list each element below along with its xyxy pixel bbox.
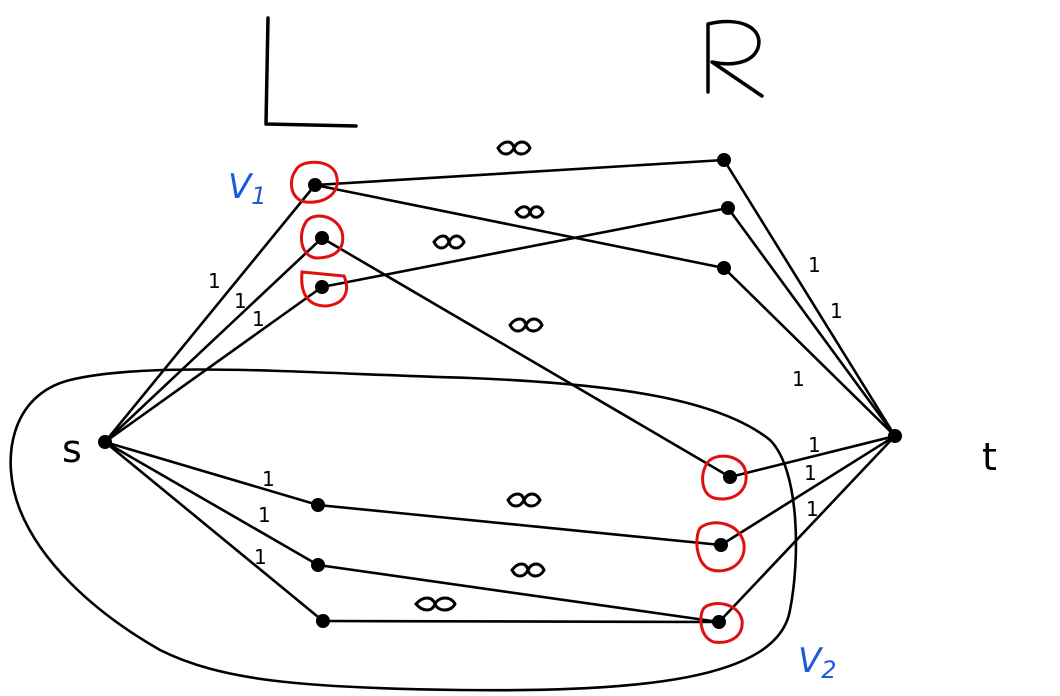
left-node	[315, 280, 329, 294]
v2-label: V2	[798, 641, 837, 684]
heading-left	[264, 16, 358, 128]
left-node	[311, 498, 325, 512]
capacity-label: 1	[262, 467, 275, 491]
ring-left-1	[289, 160, 339, 204]
heading-right	[706, 19, 764, 98]
sink-capacities: 1 1 1 1 1 1	[792, 253, 843, 521]
capacity-label: 1	[808, 433, 821, 457]
sink-node	[888, 429, 902, 443]
right-node	[723, 470, 737, 484]
v2-region-outline	[9, 368, 798, 692]
source-label: s	[62, 427, 82, 471]
infinity-markers	[414, 140, 546, 612]
capacity-label: 1	[830, 299, 843, 323]
capacity-label: 1	[252, 307, 265, 331]
right-node	[717, 153, 731, 167]
ring-right-1	[701, 454, 748, 501]
left-node	[311, 558, 325, 572]
left-node	[315, 231, 329, 245]
capacity-label: 1	[234, 289, 247, 313]
right-node	[721, 201, 735, 215]
infinity-mark	[432, 234, 466, 250]
capacity-label: 1	[254, 545, 267, 569]
middle-edges	[313, 158, 732, 624]
infinity-mark	[508, 317, 544, 333]
left-node	[308, 178, 322, 192]
capacity-label: 1	[792, 367, 805, 391]
infinity-mark	[496, 140, 532, 156]
infinity-mark	[514, 205, 545, 219]
highlight-rings	[289, 160, 748, 644]
source-edges	[103, 183, 325, 623]
left-node	[316, 614, 330, 628]
ring-right-3	[699, 602, 744, 644]
source-node	[98, 435, 112, 449]
ring-left-2	[299, 214, 345, 260]
infinity-mark	[510, 562, 546, 578]
infinity-mark	[414, 596, 457, 612]
right-node	[717, 261, 731, 275]
ring-left-3	[300, 270, 349, 308]
right-node	[712, 615, 726, 629]
capacity-label: 1	[806, 497, 819, 521]
v1-label: V1	[228, 167, 267, 210]
capacity-label: 1	[808, 253, 821, 277]
capacity-label: 1	[208, 269, 221, 293]
source-capacities: 1 1 1 1 1 1	[208, 269, 275, 569]
infinity-mark	[506, 492, 542, 508]
nodes	[98, 153, 902, 629]
ring-right-2	[695, 521, 746, 573]
right-node	[714, 538, 728, 552]
capacity-label: 1	[804, 461, 817, 485]
capacity-label: 1	[258, 503, 271, 527]
sink-label: t	[982, 435, 997, 479]
sink-edges	[717, 158, 897, 624]
